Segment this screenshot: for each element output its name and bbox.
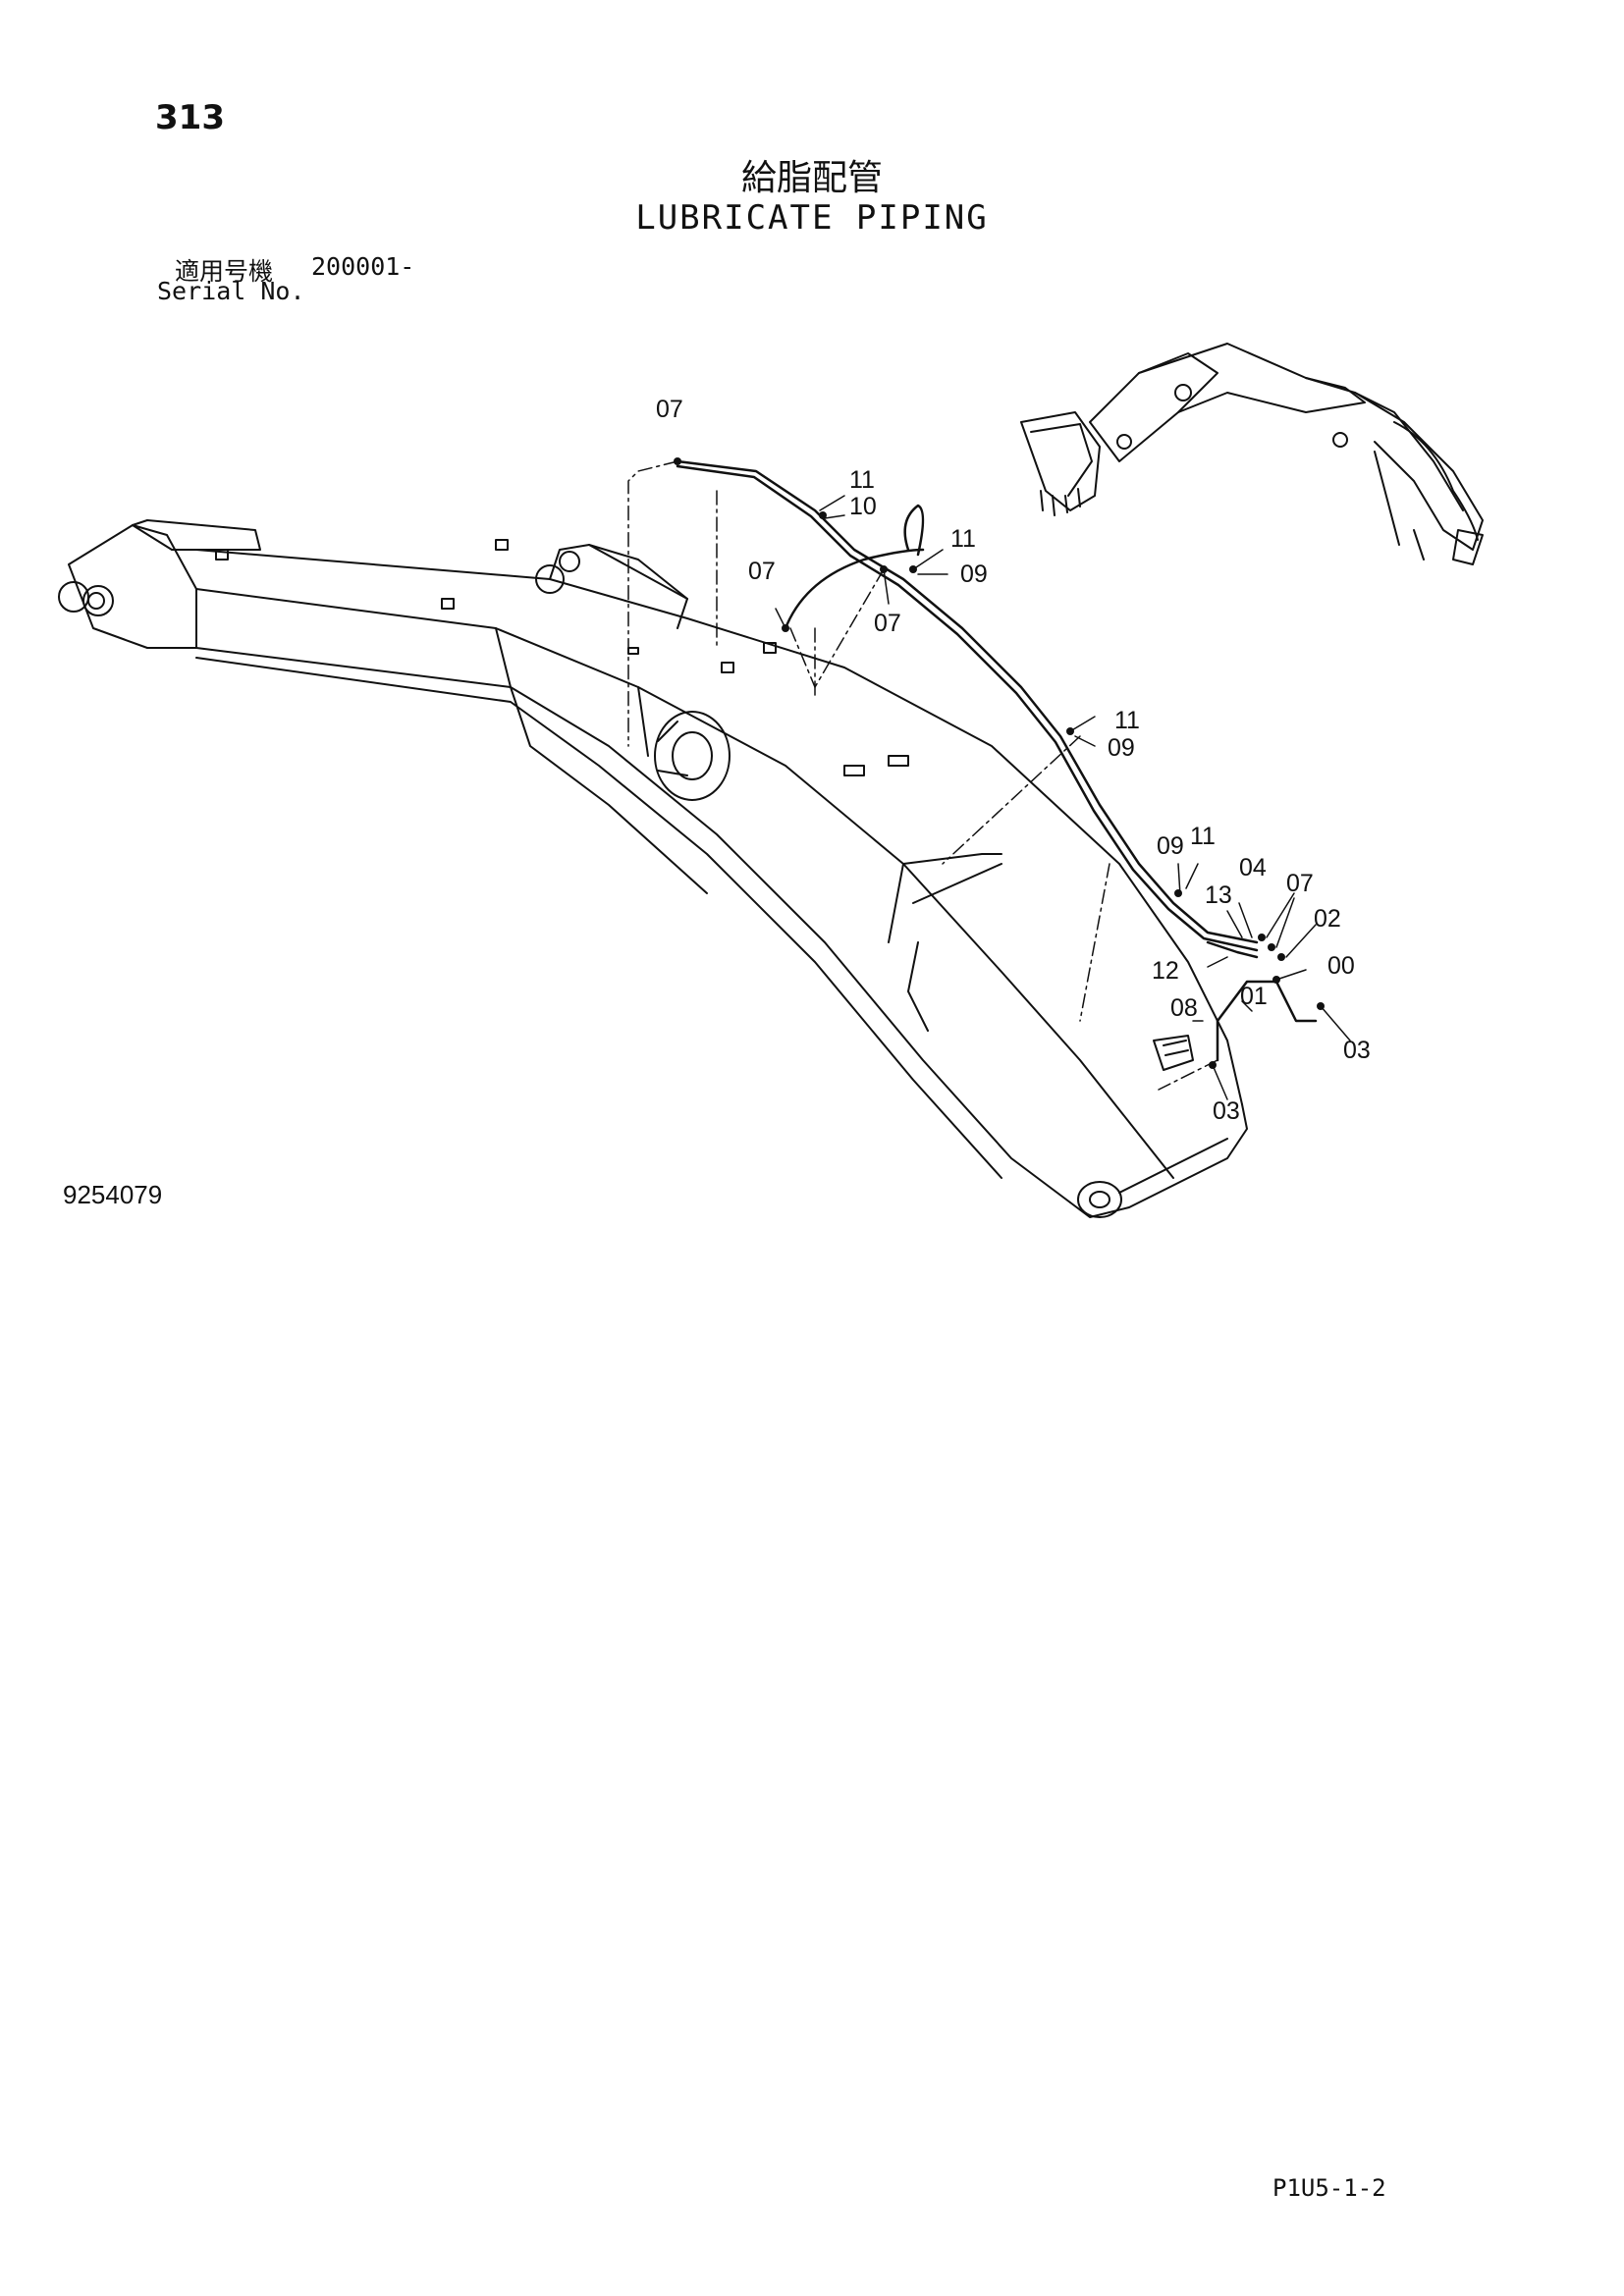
page-code: P1U5-1-2 (1272, 2174, 1386, 2202)
callout-label: 02 (1314, 905, 1341, 933)
callout-label: 03 (1213, 1097, 1240, 1125)
callout-label: 13 (1205, 881, 1232, 909)
callout-label: 03 (1343, 1037, 1371, 1064)
callout-label: 11 (1190, 823, 1216, 850)
leader-lines (627, 460, 1218, 1091)
callout-labels: 07 11 10 07 11 09 07 11 09 09 11 04 07 1… (656, 396, 1371, 1125)
callout-label: 09 (1157, 832, 1184, 860)
boom-structure (58, 519, 1248, 1218)
inset-front-attachment (1020, 343, 1484, 565)
callout-label: 07 (874, 610, 901, 637)
drawing-number: 9254079 (63, 1180, 163, 1209)
serial-label-english: Serial No. (157, 277, 305, 305)
callout-label: 11 (950, 525, 976, 553)
fittings (674, 457, 1325, 1069)
page-number: 313 (155, 98, 225, 137)
boom-lubrication-diagram: 07 11 10 07 11 09 07 11 09 09 11 04 07 1… (58, 343, 1484, 1218)
callout-label: 07 (748, 558, 776, 585)
callout-leaders (775, 495, 1351, 1100)
callout-label: 09 (1108, 734, 1135, 762)
callout-label: 08 (1170, 994, 1198, 1022)
lubrication-hoses (676, 459, 1318, 1062)
callout-label: 12 (1152, 957, 1179, 985)
callout-label: 09 (960, 561, 988, 588)
callout-label: 11 (849, 466, 875, 494)
callout-label: 07 (1286, 870, 1314, 897)
callout-label: 00 (1327, 952, 1355, 980)
callout-label: 10 (849, 493, 877, 520)
callout-label: 11 (1114, 707, 1140, 734)
title-english: LUBRICATE PIPING (635, 198, 989, 238)
callout-label: 01 (1240, 983, 1268, 1010)
title-japanese: 給脂配管 (740, 158, 883, 198)
callout-label: 04 (1239, 854, 1267, 881)
callout-label: 07 (656, 396, 683, 423)
serial-range: 200001- (311, 252, 415, 281)
serial-label-japanese: 適用号機 (175, 257, 274, 286)
